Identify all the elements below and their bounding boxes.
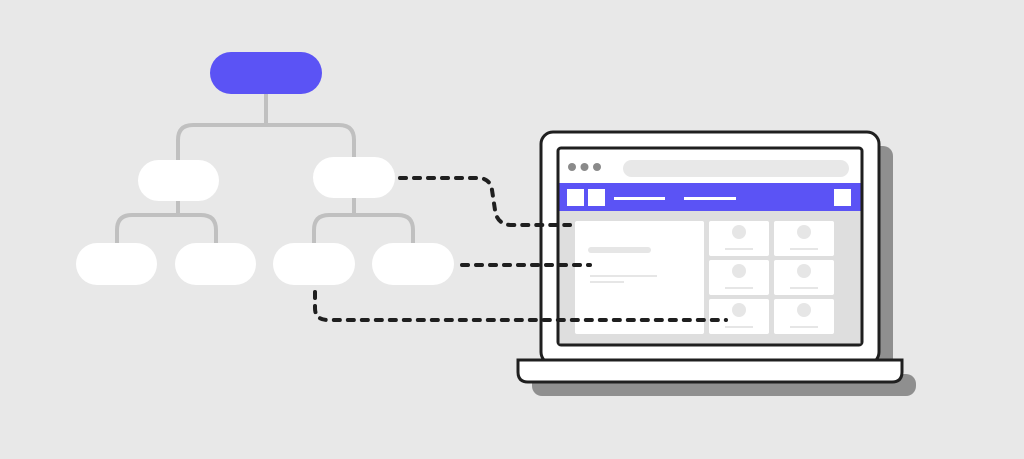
nav-menu-square <box>834 189 851 206</box>
dashed-link-to-nav <box>398 176 572 227</box>
laptop-base <box>516 358 904 384</box>
nav-logo-square <box>567 189 584 206</box>
nav-icon-square <box>588 189 605 206</box>
tree-node-level3-4 <box>372 243 454 285</box>
avatar-placeholder-icon <box>732 225 746 239</box>
tree-connectors <box>115 94 415 243</box>
avatar-placeholder-icon <box>797 225 811 239</box>
main-card <box>575 221 704 334</box>
tree-node-level3-3 <box>273 243 355 285</box>
tree-node-level2-left <box>138 160 219 201</box>
browser-dot-icon <box>580 163 589 171</box>
browser-dot-icon <box>593 163 601 171</box>
nav-link-line <box>684 197 736 200</box>
card-text-line <box>725 326 753 328</box>
avatar-placeholder-icon <box>797 303 811 317</box>
card-text-line <box>790 287 818 289</box>
main-card-text-line <box>590 275 657 277</box>
dashed-connectors <box>313 176 728 322</box>
root-node <box>210 52 322 94</box>
tree-node-level3-1 <box>76 243 157 285</box>
main-card-text-line <box>590 281 624 283</box>
tree-node-level3-2 <box>175 243 256 285</box>
card-text-line <box>790 326 818 328</box>
card-text-line <box>790 248 818 250</box>
tree-node-level2-right <box>313 157 395 198</box>
avatar-placeholder-icon <box>797 264 811 278</box>
browser-dot-icon <box>568 163 576 171</box>
nav-link-line <box>614 197 665 200</box>
avatar-placeholder-icon <box>732 303 746 317</box>
avatar-placeholder-icon <box>732 264 746 278</box>
card-text-line <box>725 287 753 289</box>
main-card-heading <box>588 247 651 253</box>
card-text-line <box>725 248 753 250</box>
dashed-link-to-card-grid <box>313 290 728 322</box>
url-bar <box>623 160 849 177</box>
card-grid <box>709 221 834 334</box>
